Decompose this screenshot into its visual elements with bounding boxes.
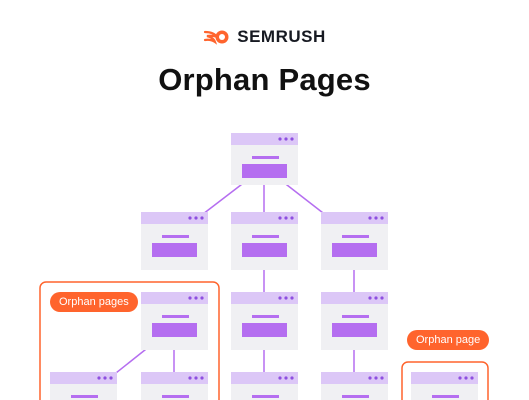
page-card-l1-right <box>321 212 388 270</box>
orphan-pages-group-frame <box>39 281 220 400</box>
semrush-fire-icon <box>204 30 229 45</box>
page-card-l3-right <box>321 372 388 400</box>
page-card-orphan-parent <box>141 292 208 350</box>
page-card-root <box>231 133 298 185</box>
page-card-orphan-child-right <box>141 372 208 400</box>
page-title: Orphan Pages <box>158 62 371 97</box>
orphan-pages-label: Orphan pages <box>50 292 138 312</box>
brand-name: SEMRUSH <box>237 27 326 46</box>
connectors <box>81 177 355 400</box>
page-card-orphan-single <box>411 372 478 400</box>
page-card-l3-center <box>231 372 298 400</box>
orphan-page-label: Orphan page <box>407 330 490 350</box>
page-card-l1-center <box>231 212 298 270</box>
page-card-orphan-child-left <box>50 372 117 400</box>
brand-logo: SEMRUSH <box>0 25 529 49</box>
orphan-page-frame <box>401 361 489 400</box>
page-card-l2-right <box>321 292 388 350</box>
page-card-l1-left <box>141 212 208 270</box>
page-card-l2-center <box>231 292 298 350</box>
